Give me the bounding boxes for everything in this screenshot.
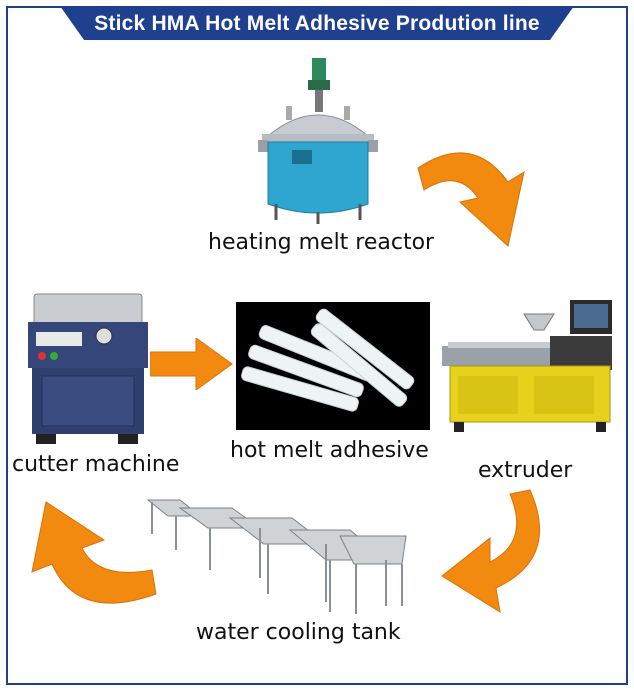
cutter-label: cutter machine [12, 452, 180, 477]
diagram-title: Stick HMA Hot Melt Adhesive Prodution li… [94, 12, 540, 35]
adhesive-label: hot melt adhesive [230, 438, 429, 463]
arrow-extruder-to-cooling [441, 489, 541, 614]
arrow-cooling-to-cutter [31, 501, 157, 604]
extruder-image [442, 300, 612, 432]
cutter-image [28, 293, 148, 444]
extruder-label: extruder [478, 458, 573, 483]
arrow-reactor-to-extruder [417, 152, 525, 247]
cooling-tank-image [146, 499, 407, 614]
cooling-label: water cooling tank [196, 620, 401, 645]
title-banner [60, 6, 574, 40]
reactor-image [258, 58, 378, 224]
arrow-cutter-to-adhesive [150, 338, 233, 390]
adhesive-image [236, 302, 430, 430]
reactor-label: heating melt reactor [208, 230, 435, 255]
